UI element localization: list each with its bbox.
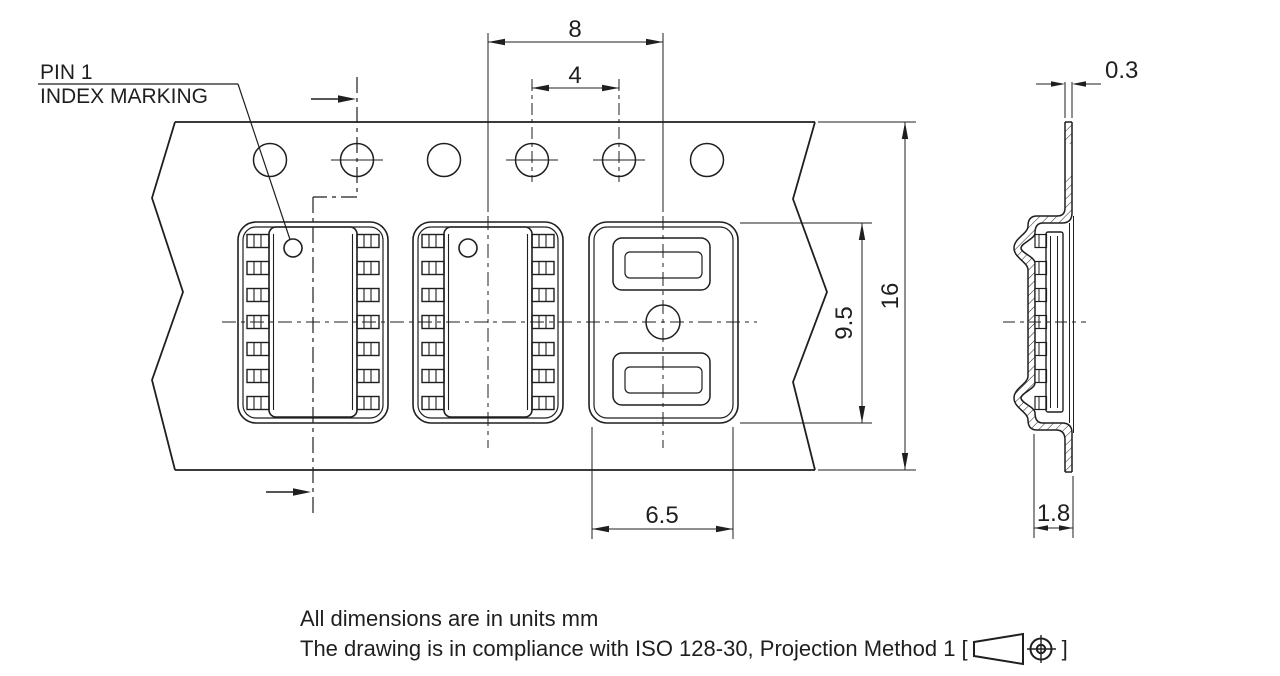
pocket-emboss-top bbox=[612, 237, 711, 291]
pin1-callout: PIN 1 INDEX MARKING bbox=[38, 61, 291, 240]
dim-pocket-pitch-value: 8 bbox=[568, 16, 581, 43]
ic-2 bbox=[421, 226, 555, 418]
note-compliance: The drawing is in compliance with ISO 12… bbox=[300, 632, 1068, 666]
note-compliance-bracket-close: ] bbox=[1061, 636, 1068, 661]
note-compliance-text: The drawing is in compliance with ISO 12… bbox=[300, 636, 968, 661]
dim-pocket-depth: 1.8 bbox=[1033, 434, 1074, 538]
dim-pocket-depth-value: 1.8 bbox=[1037, 500, 1070, 527]
pin1-index-circle bbox=[283, 238, 303, 258]
sprocket-hole-3 bbox=[426, 142, 462, 178]
pocket-emboss-bottom bbox=[612, 352, 711, 406]
dim-tape-width: 16 bbox=[818, 121, 916, 471]
pin1-callout-line2: INDEX MARKING bbox=[40, 85, 208, 108]
sprocket-holes bbox=[252, 142, 725, 178]
dim-pocket-width-value: 6.5 bbox=[645, 502, 678, 529]
sprocket-hole-2 bbox=[339, 142, 375, 178]
dim-pocket-length-value: 9.5 bbox=[831, 306, 858, 339]
tape-outline bbox=[151, 121, 828, 471]
section-hatch-fill bbox=[1014, 122, 1072, 472]
first-angle-projection-icon bbox=[972, 632, 1056, 666]
note-units: All dimensions are in units mm bbox=[300, 606, 599, 631]
dim-tape-thickness-value: 0.3 bbox=[1105, 57, 1138, 84]
dim-pocket-length: 9.5 bbox=[740, 222, 872, 424]
tape-top-view: 8 4 bbox=[38, 16, 916, 539]
section-line bbox=[266, 77, 358, 516]
dim-sprocket-pitch-value: 4 bbox=[568, 62, 581, 89]
dim-tape-thickness: 0.3 bbox=[1036, 57, 1138, 118]
pocket-3-empty bbox=[588, 221, 739, 424]
sprocket-hole-1 bbox=[252, 142, 288, 178]
drawing-notes: All dimensions are in units mm The drawi… bbox=[300, 604, 1068, 666]
pocket-2 bbox=[412, 221, 564, 424]
sprocket-hole-6 bbox=[689, 142, 725, 178]
section-arrow-bottom bbox=[293, 488, 311, 496]
sprocket-hole-section-gap bbox=[1064, 144, 1074, 176]
section-outer-profile bbox=[1013, 122, 1066, 472]
dim-pocket-pitch: 8 bbox=[488, 16, 663, 46]
tape-side-view: 0.3 1.8 bbox=[1003, 57, 1138, 538]
dim-tape-width-value: 16 bbox=[877, 283, 904, 310]
pin1-callout-line1: PIN 1 bbox=[40, 61, 93, 84]
dim-pocket-width: 6.5 bbox=[591, 427, 734, 539]
pin1-index-circle bbox=[458, 238, 478, 258]
sprocket-hole-5 bbox=[601, 142, 637, 178]
dim-sprocket-pitch: 4 bbox=[532, 62, 619, 92]
section-arrow-top bbox=[338, 95, 356, 103]
sprocket-hole-4 bbox=[514, 142, 550, 178]
ic-1 bbox=[246, 226, 380, 418]
pocket-1 bbox=[237, 221, 389, 424]
pin1-leader-line bbox=[237, 83, 291, 240]
pocket-center-hole bbox=[645, 304, 681, 340]
carrier-tape-drawing: 8 4 bbox=[38, 16, 1138, 539]
